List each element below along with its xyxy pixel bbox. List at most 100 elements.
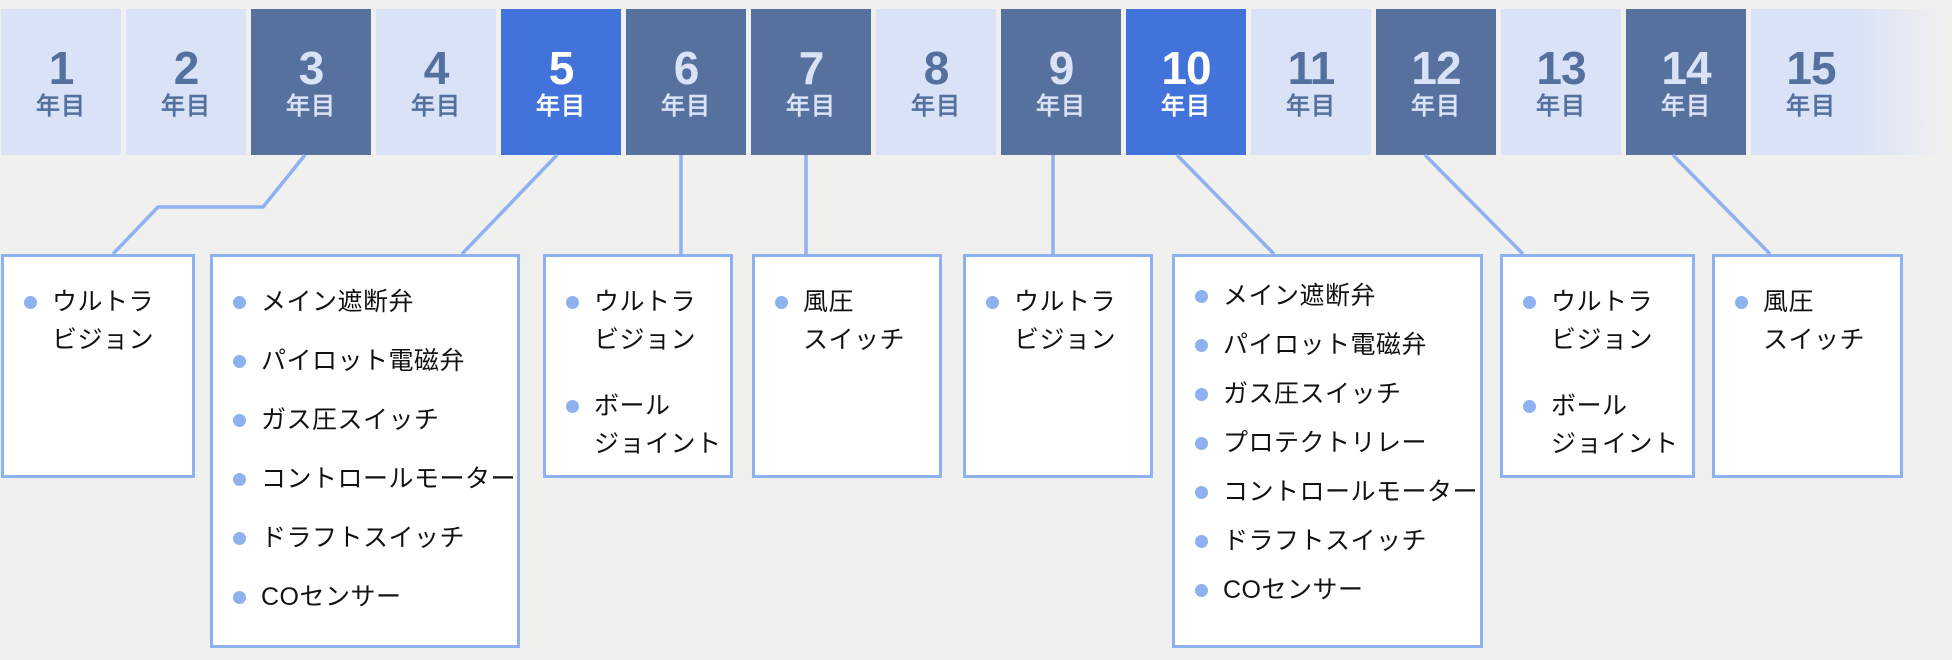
year-unit-label: 年目 <box>1661 93 1711 120</box>
bullet-icon <box>233 532 246 545</box>
parts-box-year-5: メイン遮断弁パイロット電磁弁ガス圧スイッチコントロールモータードラフトスイッチ C… <box>210 254 520 648</box>
bullet-icon <box>1195 584 1208 597</box>
part-item: コントロールモーター <box>1195 473 1478 511</box>
bullet-icon <box>1195 437 1208 450</box>
connector-year-14 <box>1671 153 1772 256</box>
bullet-icon <box>233 296 246 309</box>
year-number: 7 <box>798 42 825 94</box>
parts-box-year-12: ウルトラビジョンボールジョイント <box>1500 254 1695 478</box>
year-number: 10 <box>1161 42 1211 94</box>
year-unit-label: 年目 <box>911 93 961 120</box>
parts-box-year-7: 風圧スイッチ <box>752 254 942 478</box>
part-item: ボールジョイント <box>566 387 721 463</box>
connector-year-10 <box>1175 153 1276 256</box>
part-item: ドラフトスイッチ <box>233 519 505 557</box>
bullet-icon <box>1195 535 1208 548</box>
part-item: メイン遮断弁 <box>1195 277 1468 315</box>
connector-year-3 <box>111 153 307 256</box>
bullet-icon <box>986 296 999 309</box>
part-item-text: ウルトラビジョン <box>1551 288 1654 354</box>
year-number: 13 <box>1536 42 1586 94</box>
part-item-text: プロテクトリレー <box>1223 429 1428 457</box>
bullet-icon <box>566 296 579 309</box>
year-number: 14 <box>1661 42 1711 94</box>
parts-box-year-6: ウルトラビジョンボールジョイント <box>543 254 733 478</box>
part-item-text: ドラフトスイッチ <box>261 524 466 552</box>
year-number: 8 <box>923 42 950 94</box>
bullet-icon <box>233 591 246 604</box>
part-item-text: メイン遮断弁 <box>1223 282 1377 310</box>
parts-box-year-10: メイン遮断弁パイロット電磁弁ガス圧スイッチプロテクトリレーコントロールモータード… <box>1172 254 1483 648</box>
bullet-icon <box>1195 486 1208 499</box>
bullet-icon <box>1195 388 1208 401</box>
year-number: 5 <box>548 42 575 94</box>
part-item-text: ガス圧スイッチ <box>1223 380 1402 408</box>
part-item-text: パイロット電磁弁 <box>1223 331 1428 359</box>
bullet-icon <box>233 473 246 486</box>
part-item: パイロット電磁弁 <box>233 342 505 380</box>
bullet-icon <box>566 400 579 413</box>
bullet-icon <box>1523 400 1536 413</box>
part-item-text: COセンサー <box>1223 576 1364 604</box>
part-item-text: 風圧スイッチ <box>803 288 906 354</box>
year-unit-label: 年目 <box>661 93 711 120</box>
part-item-text: ガス圧スイッチ <box>261 406 440 434</box>
part-item: COセンサー <box>233 578 505 616</box>
part-item: ガス圧スイッチ <box>233 401 505 439</box>
year-number: 15 <box>1786 42 1836 94</box>
year-unit-label: 年目 <box>36 93 86 120</box>
year-unit-label: 年目 <box>1411 93 1461 120</box>
parts-box-year-9: ウルトラビジョン <box>963 254 1153 478</box>
bullet-icon <box>1735 296 1748 309</box>
part-item-text: ウルトラビジョン <box>52 288 155 354</box>
bullet-icon <box>1523 296 1536 309</box>
part-item: ドラフトスイッチ <box>1195 522 1468 560</box>
part-item: メイン遮断弁 <box>233 283 505 321</box>
bullet-icon <box>233 414 246 427</box>
part-item: ウルトラビジョン <box>566 283 718 359</box>
year-unit-label: 年目 <box>1286 93 1336 120</box>
year-unit-label: 年目 <box>1786 93 1836 120</box>
year-number: 1 <box>48 42 75 94</box>
part-item: ウルトラビジョン <box>1523 283 1680 359</box>
year-number: 4 <box>423 42 450 94</box>
year-unit-label: 年目 <box>536 93 586 120</box>
part-item: ガス圧スイッチ <box>1195 375 1468 413</box>
bullet-icon <box>1195 290 1208 303</box>
part-item-text: コントロールモーター <box>261 465 517 493</box>
part-item-text: COセンサー <box>261 583 402 611</box>
part-item: ウルトラビジョン <box>986 283 1138 359</box>
year-number: 11 <box>1287 42 1336 94</box>
part-item: ウルトラビジョン <box>24 283 180 359</box>
year-number: 6 <box>673 42 700 94</box>
part-item-text: ボールジョイント <box>594 392 722 458</box>
part-item: 風圧スイッチ <box>775 283 927 359</box>
part-item: コントロールモーター <box>233 460 516 498</box>
part-item: プロテクトリレー <box>1195 424 1468 462</box>
year-number: 3 <box>298 42 325 94</box>
part-item-text: ボールジョイント <box>1551 392 1679 458</box>
parts-box-year-3: ウルトラビジョン <box>1 254 195 478</box>
part-item-text: コントロールモーター <box>1223 478 1479 506</box>
year-unit-label: 年目 <box>786 93 836 120</box>
part-item: 風圧スイッチ <box>1735 283 1888 359</box>
year-number: 9 <box>1048 42 1075 94</box>
year-unit-label: 年目 <box>1036 93 1086 120</box>
year-number: 2 <box>173 42 200 94</box>
part-item-text: ウルトラビジョン <box>1014 288 1117 354</box>
part-item: COセンサー <box>1195 571 1468 609</box>
part-item-text: 風圧スイッチ <box>1763 288 1866 354</box>
part-item-text: ウルトラビジョン <box>594 288 697 354</box>
